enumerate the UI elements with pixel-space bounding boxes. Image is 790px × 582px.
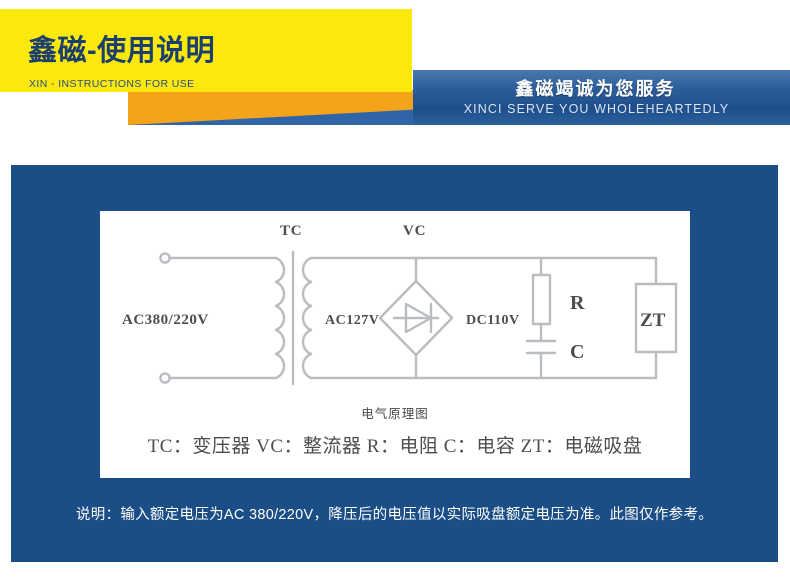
circuit-schematic: AC380/220V TC AC127V VC DC110V R C ZT xyxy=(122,223,678,386)
label-capacitor: C xyxy=(570,341,584,363)
page-subtitle: XIN - INSTRUCTIONS FOR USE xyxy=(29,78,195,90)
content-panel: AC380/220V TC AC127V VC DC110V R C ZT 电气… xyxy=(11,165,778,562)
page-header: 鑫磁竭诚为您服务 XINCI SERVE YOU WHOLEHEARTEDLY … xyxy=(0,0,790,150)
label-chuck: ZT xyxy=(640,310,666,331)
schematic-card: AC380/220V TC AC127V VC DC110V R C ZT 电气… xyxy=(100,211,690,478)
label-dc-output: DC110V xyxy=(466,313,520,328)
schematic-legend: TC：变压器 VC：整流器 R：电阻 C：电容 ZT：电磁吸盘 xyxy=(147,436,643,457)
label-rectifier: VC xyxy=(403,223,426,239)
label-input: AC380/220V xyxy=(122,312,209,328)
title-panel: 鑫磁-使用说明 XIN - INSTRUCTIONS FOR USE xyxy=(0,9,412,92)
label-secondary: AC127V xyxy=(325,313,379,328)
schematic-caption: 电气原理图 xyxy=(361,407,429,421)
note-text: 说明：输入额定电压为AC 380/220V，降压后的电压值以实际吸盘额定电压为准… xyxy=(75,507,714,523)
label-transformer: TC xyxy=(280,223,302,239)
label-resistor: R xyxy=(570,292,585,314)
service-banner-title-en: XINCI SERVE YOU WHOLEHEARTEDLY xyxy=(463,102,730,116)
service-banner: 鑫磁竭诚为您服务 XINCI SERVE YOU WHOLEHEARTEDLY xyxy=(413,70,790,125)
page-title: 鑫磁-使用说明 xyxy=(28,35,216,67)
service-banner-title-cn: 鑫磁竭诚为您服务 xyxy=(515,79,676,99)
